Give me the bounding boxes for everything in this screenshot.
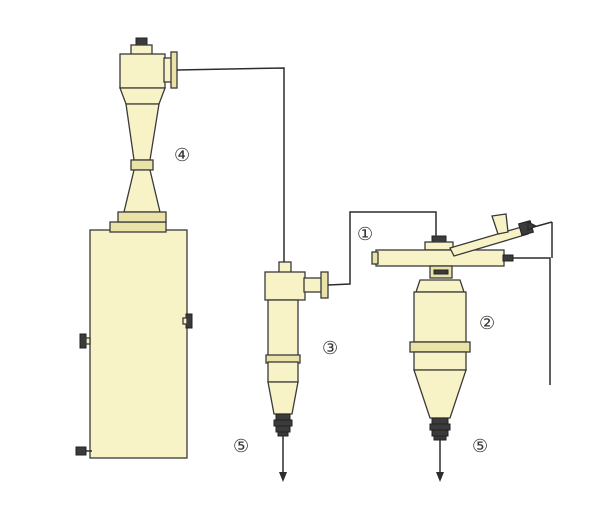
label-5-left: ⑤ bbox=[233, 436, 250, 457]
label-1: ① bbox=[357, 224, 374, 245]
arrow-down-icon bbox=[436, 472, 444, 482]
medium-cyclone bbox=[264, 261, 329, 437]
label-4: ④ bbox=[174, 145, 191, 166]
label-3: ③ bbox=[322, 338, 339, 359]
pipelines bbox=[176, 67, 553, 385]
arrow-down-icon bbox=[279, 472, 287, 482]
classifier-unit bbox=[371, 213, 553, 441]
large-cyclone bbox=[117, 37, 178, 223]
label-5-right: ⑤ bbox=[472, 436, 489, 457]
discharge-arrows bbox=[279, 436, 444, 482]
collection-tank bbox=[75, 221, 193, 459]
label-2: ② bbox=[479, 313, 496, 334]
